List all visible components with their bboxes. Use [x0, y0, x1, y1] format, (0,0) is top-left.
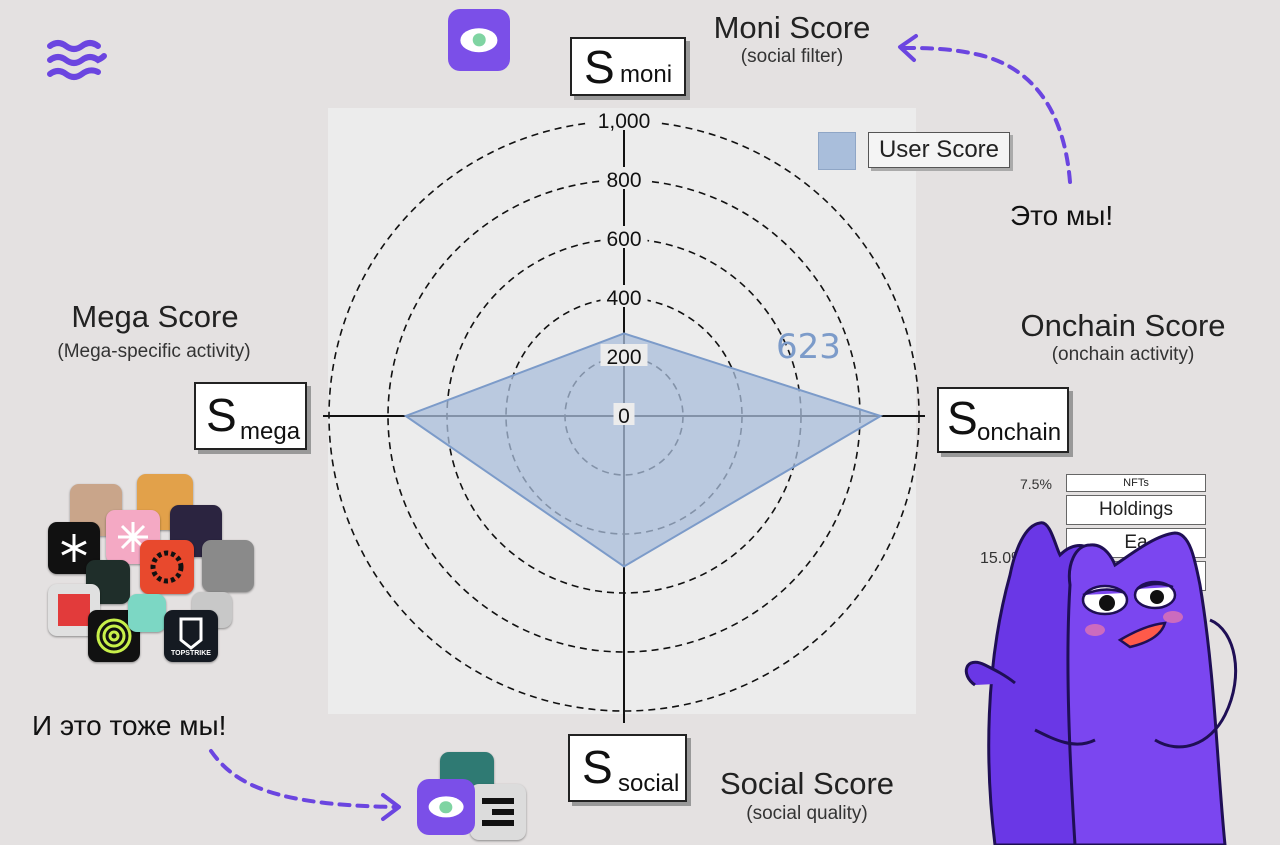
radar-series-user-score: [403, 332, 884, 568]
arrow-to-moni-icon: [898, 34, 1072, 184]
s-moni-symbol: S: [584, 41, 615, 93]
s-social-box: S social: [568, 734, 687, 802]
wave-logo-icon: [47, 40, 107, 80]
radar-tick-label-600: 600: [606, 228, 641, 251]
breakdown-row-holdings: Holdings: [1066, 495, 1206, 525]
radar-tick-bg-400: [600, 285, 648, 307]
topstrike-label: TOPSTRIKE: [171, 650, 211, 657]
s-mega-box: S mega: [194, 382, 307, 450]
onchain-score-title: Onchain Score: [1020, 308, 1226, 343]
s-onchain-box: S onchain: [937, 387, 1069, 453]
s-mega-symbol: S: [206, 389, 237, 441]
moni-score-subtitle: (social filter): [740, 46, 844, 67]
mascot-hug-illustration: [964, 521, 1238, 845]
mega-score-subtitle: (Mega-specific activity): [57, 341, 251, 362]
radar-tick-bg-1000: [587, 108, 661, 130]
s-onchain-subscript: onchain: [977, 419, 1062, 446]
social-score-subtitle: (social quality): [746, 803, 868, 824]
s-onchain-symbol: S: [947, 392, 978, 444]
radar-tick-label-200: 200: [606, 346, 641, 369]
note-also-us: И это тоже мы!: [32, 710, 227, 741]
breakdown-pct-1: 7.5%: [1020, 476, 1052, 492]
legend-swatch: [818, 132, 856, 170]
s-moni-subscript: moni: [620, 61, 673, 88]
eye-app-icon-bottom: [417, 779, 475, 835]
red-burst-app-icon: [140, 540, 194, 594]
character-app-icon: [128, 594, 166, 632]
s-mega-subscript: mega: [240, 418, 301, 445]
note-its-us: Это мы!: [1010, 200, 1114, 231]
mega-score-title: Mega Score: [71, 299, 239, 334]
radar-tick-bg-200: [600, 344, 648, 366]
radar-tick-label-400: 400: [606, 287, 641, 310]
radar-tick-bg-600: [600, 226, 648, 248]
radar-chart: 0 200 400 600 800 1,000 623: [323, 108, 925, 723]
radar-tick-bg-0: [613, 403, 635, 425]
moni-score-title: Moni Score: [713, 10, 871, 45]
s-moni-box: S moni: [570, 37, 686, 96]
onchain-score-subtitle: (onchain activity): [1051, 344, 1195, 365]
social-score-title: Social Score: [719, 766, 895, 801]
radar-chart-panel: 0 200 400 600 800 1,000 623 User Score: [323, 108, 1010, 723]
radar-tick-bg-800: [600, 167, 648, 189]
breakdown-row-nfts: NFTs: [1066, 474, 1206, 492]
arrow-to-eye-icon: [209, 749, 401, 821]
radar-tick-label-800: 800: [606, 169, 641, 192]
radar-tick-label-1000: 1,000: [598, 110, 651, 133]
legend-label: User Score: [868, 132, 1010, 168]
eye-app-icon: [448, 9, 510, 71]
donkey-app-icon: [202, 540, 254, 592]
topstrike-app-icon: TOPSTRIKE: [164, 610, 218, 662]
radar-annotation: 623: [776, 327, 841, 367]
s-social-subscript: social: [618, 770, 680, 797]
radar-tick-label-0: 0: [618, 405, 630, 428]
bars-app-icon: [470, 784, 526, 840]
s-social-symbol: S: [582, 741, 613, 793]
